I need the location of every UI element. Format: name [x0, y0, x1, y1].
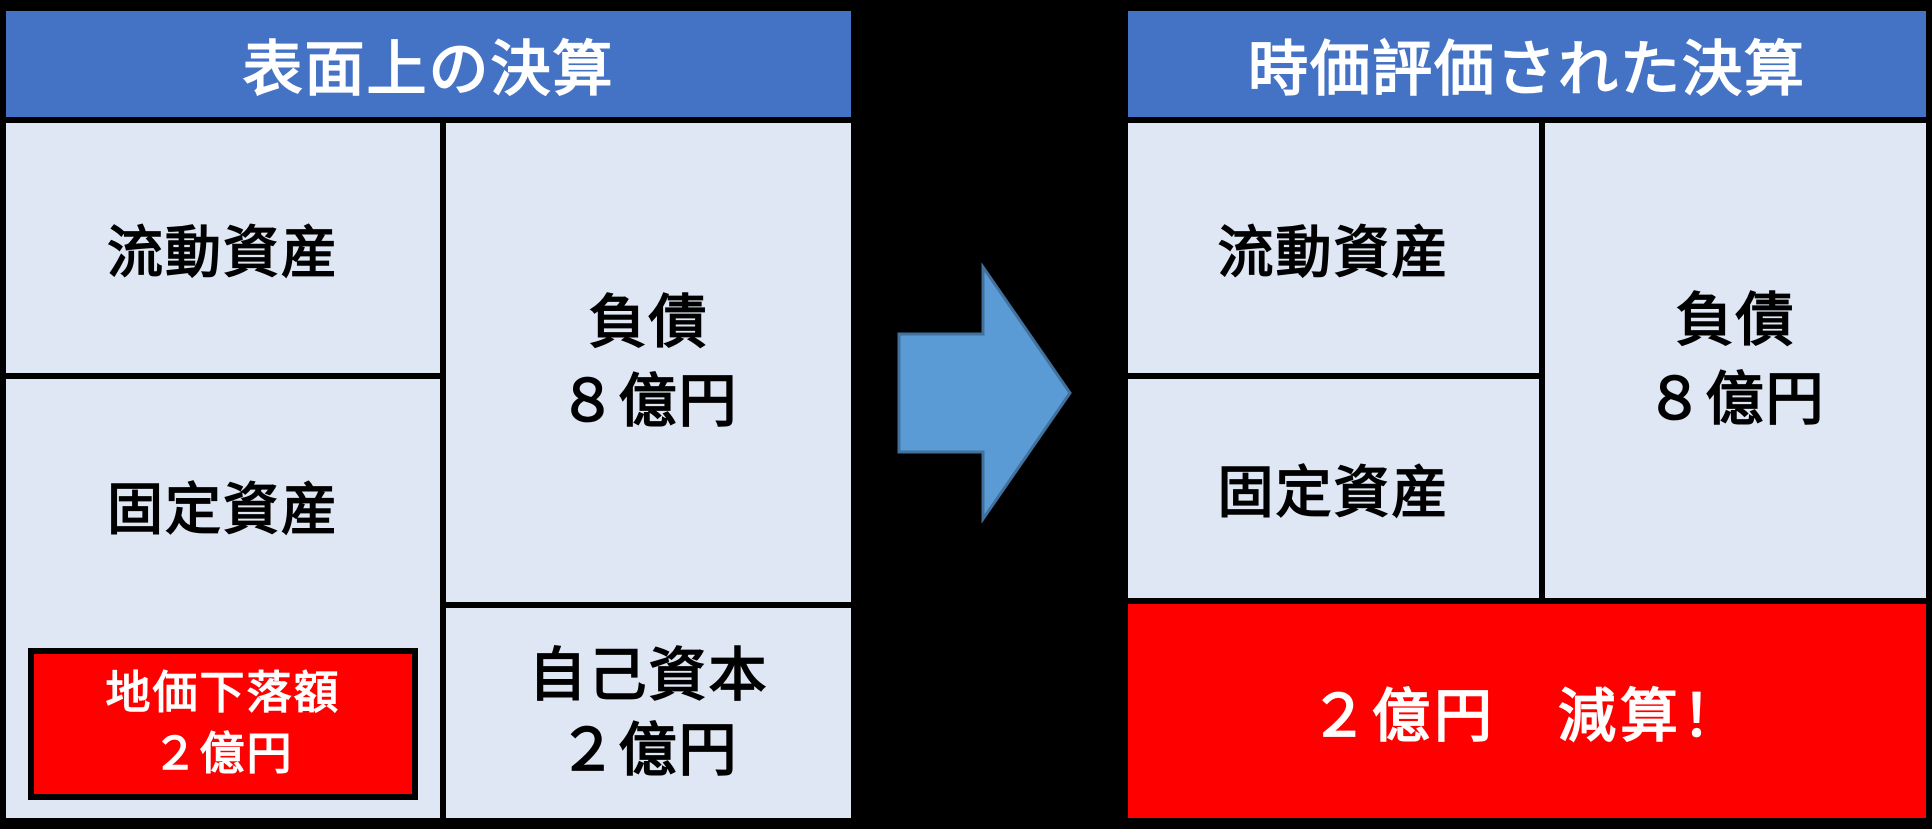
mtm-assets-column: 流動資産 固定資産 [1128, 123, 1545, 598]
mtm-fixed-assets-cell: 固定資産 [1217, 461, 1450, 524]
surface-assets-column: 流動資産 固定資産 地価下落額 ２億円 [6, 123, 446, 818]
mtm-liabilities-amount: ８億円 [1645, 366, 1826, 432]
surface-liabilities-label: 負債 [588, 290, 709, 356]
land-price-drop-box: 地価下落額 ２億円 [28, 648, 418, 800]
right-arrow-icon [897, 262, 1072, 524]
surface-fixed-assets-label: 固定資産 [107, 478, 339, 541]
reduction-bar: ２億円 減算！ [1128, 604, 1926, 818]
surface-equity-label: 自己資本 [528, 642, 769, 708]
surface-equity-amount: ２億円 [558, 718, 739, 783]
surface-balance-sheet-title: 表面上の決算 [6, 11, 851, 123]
surface-liabilities-amount: ８億円 [558, 368, 739, 434]
surface-balance-sheet: 表面上の決算 流動資産 固定資産 地価下落額 ２億円 負債 ８億円 自 [0, 5, 857, 824]
surface-fixed-assets-cell: 固定資産 地価下落額 ２億円 [6, 379, 440, 818]
mtm-liabilities-label: 負債 [1675, 288, 1796, 354]
marked-to-market-body: 流動資産 固定資産 負債 ８億円 ２億円 減算！ [1128, 123, 1926, 818]
marked-to-market-title: 時価評価された決算 [1128, 11, 1926, 123]
land-price-drop-label: 地価下落額 [105, 667, 341, 719]
mtm-liabilities-cell: 負債 ８億円 [1545, 123, 1926, 598]
marked-to-market-columns: 流動資産 固定資産 負債 ８億円 [1128, 123, 1926, 604]
surface-current-assets-cell: 流動資産 [6, 123, 440, 379]
marked-to-market-balance-sheet: 時価評価された決算 流動資産 固定資産 負債 ８億円 ２億円 減算！ [1122, 5, 1932, 824]
surface-liabilities-column: 負債 ８億円 自己資本 ２億円 [446, 123, 851, 818]
surface-balance-sheet-body: 流動資産 固定資産 地価下落額 ２億円 負債 ８億円 自己資本 ２億円 [6, 123, 851, 818]
surface-liabilities-cell: 負債 ８億円 [446, 123, 851, 608]
land-price-drop-amount: ２億円 [152, 728, 294, 779]
surface-equity-cell: 自己資本 ２億円 [446, 608, 851, 818]
mtm-current-assets-cell: 流動資産 [1128, 123, 1539, 379]
